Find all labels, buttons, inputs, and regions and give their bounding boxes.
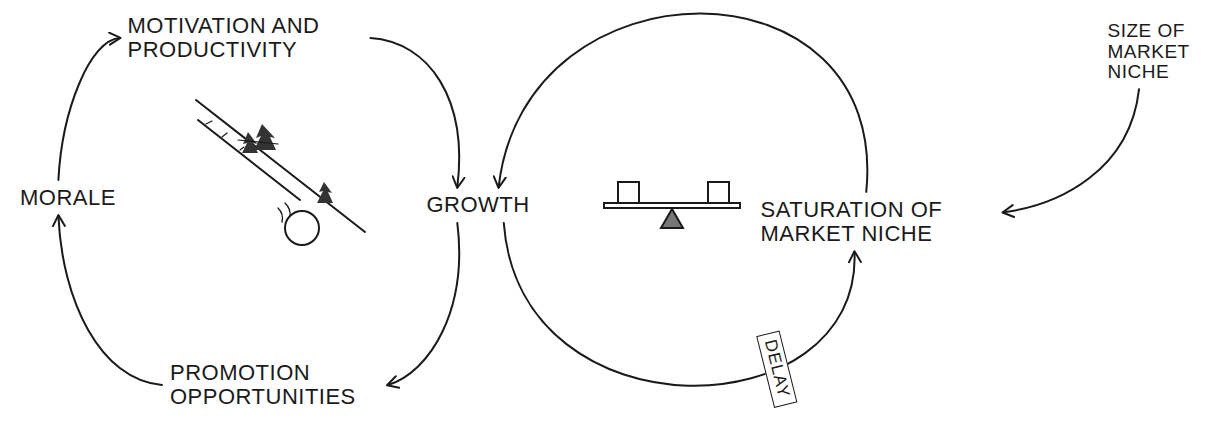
- causal-link: [58, 216, 162, 385]
- causal-link: [499, 14, 868, 192]
- motion-mark: [278, 203, 290, 222]
- slope-hatch: [206, 121, 244, 150]
- tree: [242, 132, 258, 153]
- loop-variable: SIZE OF MARKET NICHE: [1108, 21, 1213, 84]
- causal-link: [58, 38, 119, 180]
- loop-variable: SATURATION OF MARKET NICHE: [761, 198, 996, 246]
- causal-link: [388, 223, 459, 385]
- tree: [254, 124, 276, 150]
- ground-shade: [238, 140, 278, 144]
- loop-variable: PROMOTION OPPORTUNITIES: [170, 361, 380, 409]
- loop-variable: MORALE: [20, 186, 116, 210]
- slope-line: [198, 120, 300, 200]
- loop-variable: GROWTH: [426, 193, 529, 217]
- balance-illustration: [604, 182, 740, 228]
- causal-link: [504, 223, 855, 386]
- tree: [317, 182, 333, 203]
- snowball-illustration: [196, 100, 365, 245]
- causal-link: [371, 38, 460, 187]
- slope-line: [196, 100, 365, 232]
- causal-link: [1004, 89, 1140, 212]
- balance-weight: [618, 182, 639, 203]
- variable-label: SIZE OF MARKET NICHE: [1108, 21, 1213, 84]
- balance-weight: [708, 182, 729, 203]
- variable-label: GROWTH: [426, 193, 529, 217]
- delay-mark: DELAY: [756, 331, 797, 408]
- variable-label: PROMOTION OPPORTUNITIES: [170, 361, 380, 409]
- variable-label: MOTIVATION AND PRODUCTIVITY: [128, 14, 363, 62]
- loop-variable: MOTIVATION AND PRODUCTIVITY: [128, 14, 363, 62]
- balance-fulcrum: [661, 209, 683, 228]
- variable-label: SATURATION OF MARKET NICHE: [761, 198, 996, 246]
- variable-label: MORALE: [20, 186, 116, 210]
